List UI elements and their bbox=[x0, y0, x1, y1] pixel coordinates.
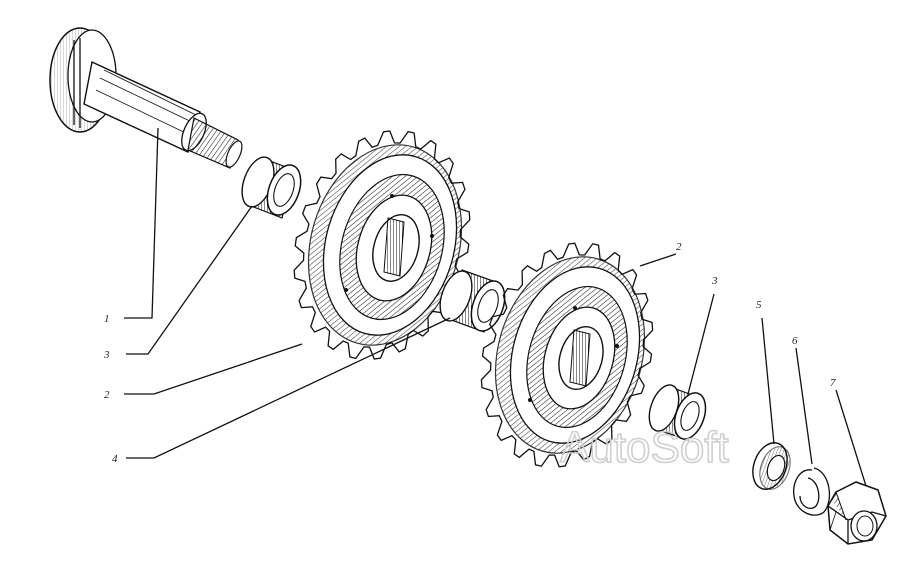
label-part-6: 6 bbox=[792, 335, 798, 347]
label-part-4: 4 bbox=[112, 453, 118, 465]
spring-washer bbox=[793, 467, 831, 516]
flat-washer bbox=[752, 442, 791, 490]
roller-bearing-right bbox=[648, 384, 707, 441]
spacer-bushing bbox=[439, 269, 506, 333]
sprocket-right bbox=[480, 242, 654, 468]
label-part-3-right: 3 bbox=[711, 275, 718, 287]
label-part-7: 7 bbox=[830, 377, 836, 389]
part-labels: 1 3 2 4 2 3 5 6 7 bbox=[103, 241, 836, 465]
leader-lines bbox=[124, 127, 867, 487]
label-part-1: 1 bbox=[104, 313, 110, 325]
hex-nut bbox=[827, 481, 887, 545]
label-part-2-right: 2 bbox=[676, 241, 682, 253]
label-part-2-left: 2 bbox=[104, 389, 110, 401]
roller-bearing-left bbox=[241, 156, 302, 219]
axle-bolt bbox=[49, 27, 243, 169]
watermark-text: AutoSoft bbox=[560, 423, 729, 472]
label-part-3-left: 3 bbox=[103, 349, 110, 361]
label-part-5: 5 bbox=[756, 299, 762, 311]
sprocket-left bbox=[293, 130, 471, 360]
